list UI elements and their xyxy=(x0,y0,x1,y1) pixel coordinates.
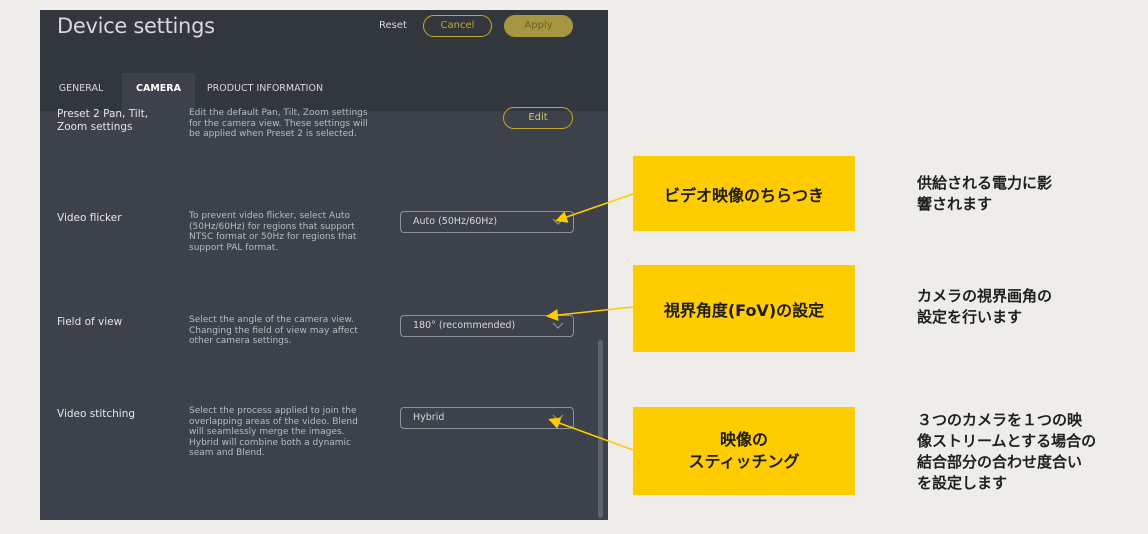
note-field-of-view: カメラの視界画角の 設定を行います xyxy=(917,287,1053,326)
page-title: Device settings xyxy=(57,14,215,38)
callout-video-flicker: ビデオ映像のちらつき xyxy=(633,156,855,231)
field-of-view-description: Select the angle of the camera view. Cha… xyxy=(189,315,358,346)
scrollbar-thumb[interactable] xyxy=(598,340,603,518)
preset2-description: Edit the default Pan, Tilt, Zoom setting… xyxy=(189,108,368,139)
callout-video-flicker-text: ビデオ映像のちらつき xyxy=(663,185,824,205)
chevron-down-icon xyxy=(552,322,564,329)
panel-header: Device settings Reset Cancel Apply GENER… xyxy=(40,10,608,111)
callout-field-of-view: 視界角度(FoV)の設定 xyxy=(633,265,855,352)
device-settings-panel: Device settings Reset Cancel Apply GENER… xyxy=(40,10,608,520)
chevron-down-icon xyxy=(552,414,564,421)
tab-general[interactable]: GENERAL xyxy=(58,83,104,94)
note-video-stitching: ３つのカメラを１つの映 像ストリームとする場合の 結合部分の合わせ度合い を設定… xyxy=(917,411,1097,492)
field-of-view-select[interactable]: 180° (recommended) xyxy=(400,315,574,337)
callout-field-of-view-text: 視界角度(FoV)の設定 xyxy=(663,300,825,320)
video-flicker-description: To prevent video flicker, select Auto (5… xyxy=(189,211,357,253)
video-flicker-select[interactable]: Auto (50Hz/60Hz) xyxy=(400,211,574,233)
note-video-flicker: 供給される電力に影 響されます xyxy=(917,174,1053,213)
edit-preset2-button[interactable]: Edit xyxy=(503,107,573,129)
video-stitching-label: Video stitching xyxy=(57,408,136,420)
video-stitching-select[interactable]: Hybrid xyxy=(400,407,574,429)
tab-camera[interactable]: CAMERA xyxy=(122,73,195,111)
preset2-label: Preset 2 Pan, Tilt, Zoom settings xyxy=(57,108,149,133)
tab-product-information[interactable]: PRODUCT INFORMATION xyxy=(206,83,324,94)
video-flicker-value: Auto (50Hz/60Hz) xyxy=(413,216,498,227)
field-of-view-value: 180° (recommended) xyxy=(413,320,516,331)
reset-button[interactable]: Reset xyxy=(379,20,407,31)
apply-button[interactable]: Apply xyxy=(504,15,573,37)
field-of-view-label: Field of view xyxy=(57,316,123,328)
chevron-down-icon xyxy=(552,218,564,225)
video-stitching-description: Select the process applied to join the o… xyxy=(189,406,358,458)
video-flicker-label: Video flicker xyxy=(57,212,122,224)
video-stitching-value: Hybrid xyxy=(413,412,445,423)
cancel-button[interactable]: Cancel xyxy=(423,15,492,37)
callout-video-stitching: 映像の スティッチング xyxy=(633,407,855,495)
callout-video-stitching-text: 映像の スティッチング xyxy=(688,430,800,471)
